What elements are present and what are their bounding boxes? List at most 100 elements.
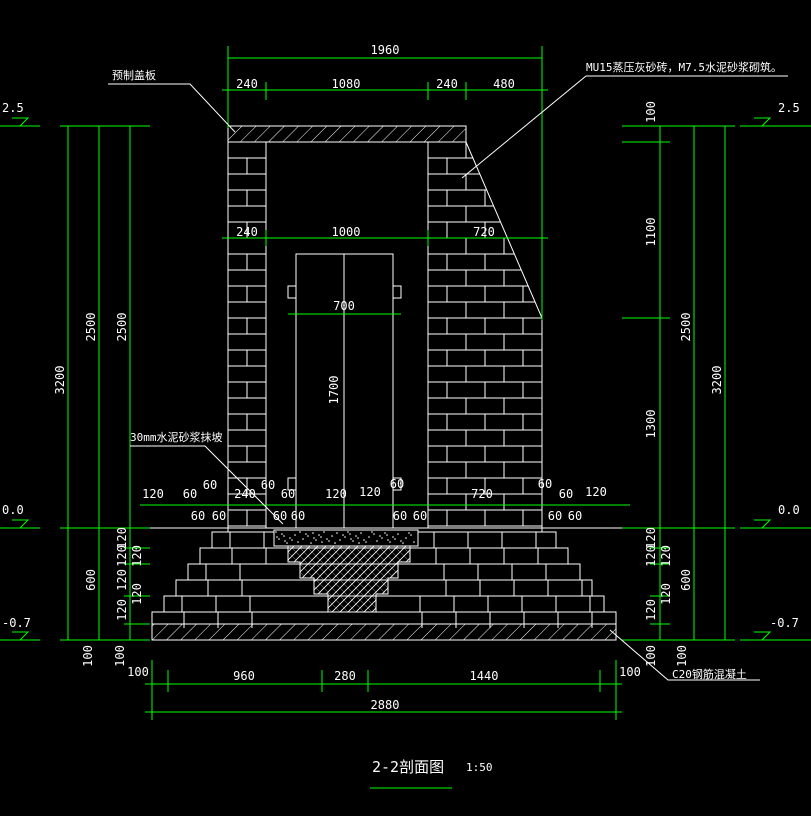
speckle-dot (357, 537, 359, 539)
speckle-dot (405, 537, 407, 539)
speckle-dot (291, 539, 293, 541)
dim-label: 60 (183, 487, 197, 501)
speckle-dot (336, 532, 338, 534)
dim-label: 60 (191, 509, 205, 523)
elev-left-top: 2.5 (2, 101, 24, 115)
speckle-dot (413, 541, 415, 543)
speckle-dot (360, 532, 362, 534)
speckle-dot (312, 532, 314, 534)
dim-label: 100 (113, 645, 127, 667)
speckle-dot (276, 536, 278, 538)
speckle-dot (410, 534, 412, 536)
drawing-title: 2-2剖面图 (372, 758, 444, 776)
dim-label: 100 (127, 665, 149, 679)
dim-right-vertical: 1001100130025003200120120120120120600100… (644, 101, 724, 667)
speckle-dot (299, 531, 301, 533)
dim-label: 100 (81, 645, 95, 667)
dim-label: 280 (334, 669, 356, 683)
dim-label: 60 (413, 509, 427, 523)
speckle-dot (286, 542, 288, 544)
dim-label: 120 (142, 487, 164, 501)
dim-label: 120 (585, 485, 607, 499)
dim-label: 60 (203, 478, 217, 492)
elev-right-bottom: -0.7 (770, 616, 799, 630)
dim-label: 120 (659, 545, 673, 567)
speckle-dot (347, 531, 349, 533)
dim-label: 2500 (115, 313, 129, 342)
right-wall (427, 141, 543, 529)
label-concrete-base: C20钢筋混凝土 (672, 667, 747, 681)
dim-label: 240 (236, 77, 258, 91)
dim-door-width: 700 (333, 299, 355, 313)
dim-label: 120 (115, 599, 129, 621)
dim-label: 2500 (84, 313, 98, 342)
speckle-dot (368, 536, 370, 538)
speckle-dot (331, 535, 333, 537)
speckle-dot (365, 541, 367, 543)
dim-label: 100 (644, 645, 658, 667)
dim-label: 2500 (679, 313, 693, 342)
dim-label: 100 (619, 665, 641, 679)
label-mortar-slope: 30mm水泥砂浆抹坡 (130, 430, 223, 444)
speckle-dot (328, 540, 330, 542)
dim-label: 120 (644, 545, 658, 567)
dim-label: 100 (675, 645, 689, 667)
speckle-dot (326, 538, 328, 540)
dim-label: 120 (644, 599, 658, 621)
dim-label: 480 (493, 77, 515, 91)
speckle-dot (318, 534, 320, 536)
dim-label: 600 (84, 569, 98, 591)
speckle-dot (408, 532, 410, 534)
dim-label: 60 (390, 477, 404, 491)
speckle-dot (307, 535, 309, 537)
speckle-dot (389, 541, 391, 543)
speckle-dot (294, 534, 296, 536)
dim-label: 720 (473, 225, 495, 239)
speckle-dot (323, 531, 325, 533)
dim-label: 3200 (53, 366, 67, 395)
speckle-dot (305, 533, 307, 535)
label-precast-cover: 预制盖板 (112, 68, 156, 82)
speckle-dot (302, 538, 304, 540)
speckle-dot (376, 540, 378, 542)
speckle-dot (392, 536, 394, 538)
speckle-dot (363, 539, 365, 541)
dim-label: 120 (130, 583, 144, 605)
speckle-dot (371, 531, 373, 533)
speckle-dot (283, 535, 285, 537)
dim-label: 240 (436, 77, 458, 91)
dim-label: 1100 (644, 218, 658, 247)
dim-label: 60 (393, 509, 407, 523)
dim-label: 120 (644, 527, 658, 549)
structure (150, 125, 625, 641)
dim-label: 1440 (470, 669, 499, 683)
speckle-dot (349, 533, 351, 535)
speckle-dot (315, 539, 317, 541)
dim-label: 1300 (644, 410, 658, 439)
speckle-dot (297, 541, 299, 543)
mortar-slope-layer (273, 529, 419, 547)
concrete-base-slab (151, 623, 617, 641)
dim-label: 120 (115, 545, 129, 567)
speckle-dot (394, 538, 396, 540)
dim-label: 60 (559, 487, 573, 501)
dim-label: 120 (115, 569, 129, 591)
dim-label: 60 (548, 509, 562, 523)
drain-channel (273, 529, 419, 613)
dim-label: 120 (130, 545, 144, 567)
speckle-dot (386, 534, 388, 536)
speckle-dot (320, 536, 322, 538)
dimensions (0, 46, 811, 789)
dim-label: 60 (538, 477, 552, 491)
speckle-dot (397, 533, 399, 535)
speckle-dot (342, 534, 344, 536)
speckle-dot (355, 535, 357, 537)
speckle-dot (310, 542, 312, 544)
dim-label: 3200 (710, 366, 724, 395)
drawing-scale: 1:50 (466, 761, 493, 774)
